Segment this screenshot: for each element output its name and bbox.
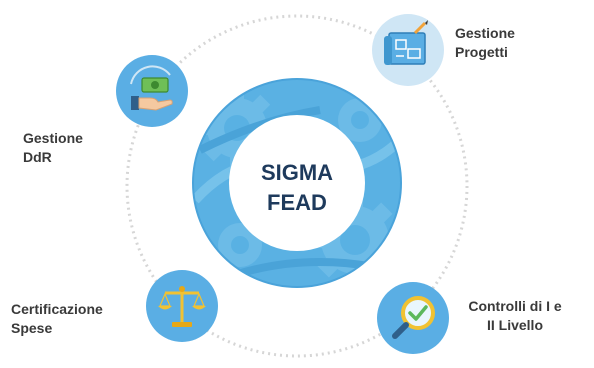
orbit-circle xyxy=(125,14,469,358)
scales-icon xyxy=(158,286,206,327)
label-gestione-ddr: Gestione DdR xyxy=(23,129,83,167)
label-line: II Livello xyxy=(486,317,543,333)
center-title: SIGMA FEAD xyxy=(230,158,364,218)
label-line: Gestione xyxy=(455,25,515,41)
label-line: Controlli di I e xyxy=(468,298,562,314)
blueprint-icon xyxy=(384,20,428,65)
label-line: DdR xyxy=(23,149,52,165)
label-line: Gestione xyxy=(23,130,83,146)
module-node-controlli xyxy=(377,282,449,354)
module-node-ddr xyxy=(116,55,188,127)
center-title-line2: FEAD xyxy=(267,190,327,215)
label-line: Certificazione xyxy=(11,301,103,317)
center-title-line1: SIGMA xyxy=(260,160,334,185)
label-line: Progetti xyxy=(455,44,508,60)
gear-icon xyxy=(218,223,262,267)
center-ring xyxy=(192,78,402,288)
money-hand-icon xyxy=(130,65,173,111)
magnifier-check-icon xyxy=(392,296,435,339)
label-certificazione-spese: Certificazione Spese xyxy=(11,300,103,338)
label-line: Spese xyxy=(11,320,53,336)
module-node-certificazione xyxy=(146,270,218,342)
module-node-progetti xyxy=(372,14,444,86)
label-controlli: Controlli di I e II Livello xyxy=(457,297,573,335)
label-gestione-progetti: Gestione Progetti xyxy=(455,24,515,62)
